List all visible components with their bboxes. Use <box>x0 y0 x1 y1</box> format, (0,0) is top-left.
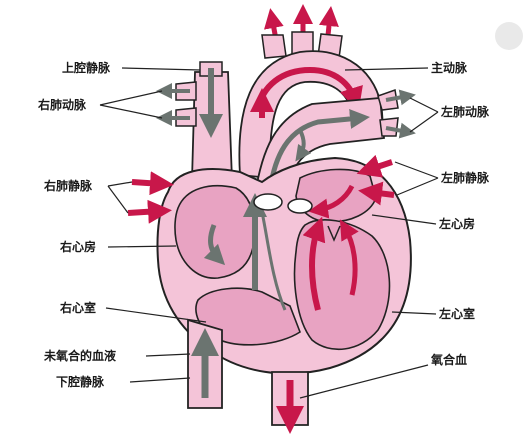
left-ventricle <box>293 216 391 351</box>
label-deoxygenated-blood: 未氧合的血液 <box>44 349 117 363</box>
right-pulmonary-artery <box>156 81 197 127</box>
label-leader-lines <box>99 67 439 399</box>
descending-aorta <box>271 371 309 434</box>
label-aorta: 主动脉 <box>431 61 468 75</box>
label-left-atrium: 左心房 <box>439 217 476 231</box>
label-superior-vena-cava: 上腔静脉 <box>62 61 111 75</box>
label-right-pulmonary-artery: 右肺动脉 <box>38 98 87 112</box>
inferior-vena-cava <box>187 318 223 409</box>
heart-valves <box>253 193 341 242</box>
label-right-pulmonary-veins: 右肺静脉 <box>44 179 93 193</box>
pulmonary-vein-arrows <box>127 154 395 224</box>
superior-vena-cava <box>191 61 233 181</box>
label-left-pulmonary-artery: 左肺动脉 <box>441 105 490 119</box>
label-oxygenated-blood: 氧合血 <box>431 353 468 367</box>
right-atrium <box>174 185 256 279</box>
label-left-pulmonary-veins: 左肺静脉 <box>441 171 490 185</box>
label-right-ventricle: 右心室 <box>60 301 97 315</box>
label-right-atrium: 右心房 <box>60 240 97 254</box>
label-inferior-vena-cava: 下腔静脉 <box>56 375 105 389</box>
watermark-badge <box>495 22 523 50</box>
label-left-ventricle: 左心室 <box>439 307 476 321</box>
aorta <box>238 31 384 179</box>
